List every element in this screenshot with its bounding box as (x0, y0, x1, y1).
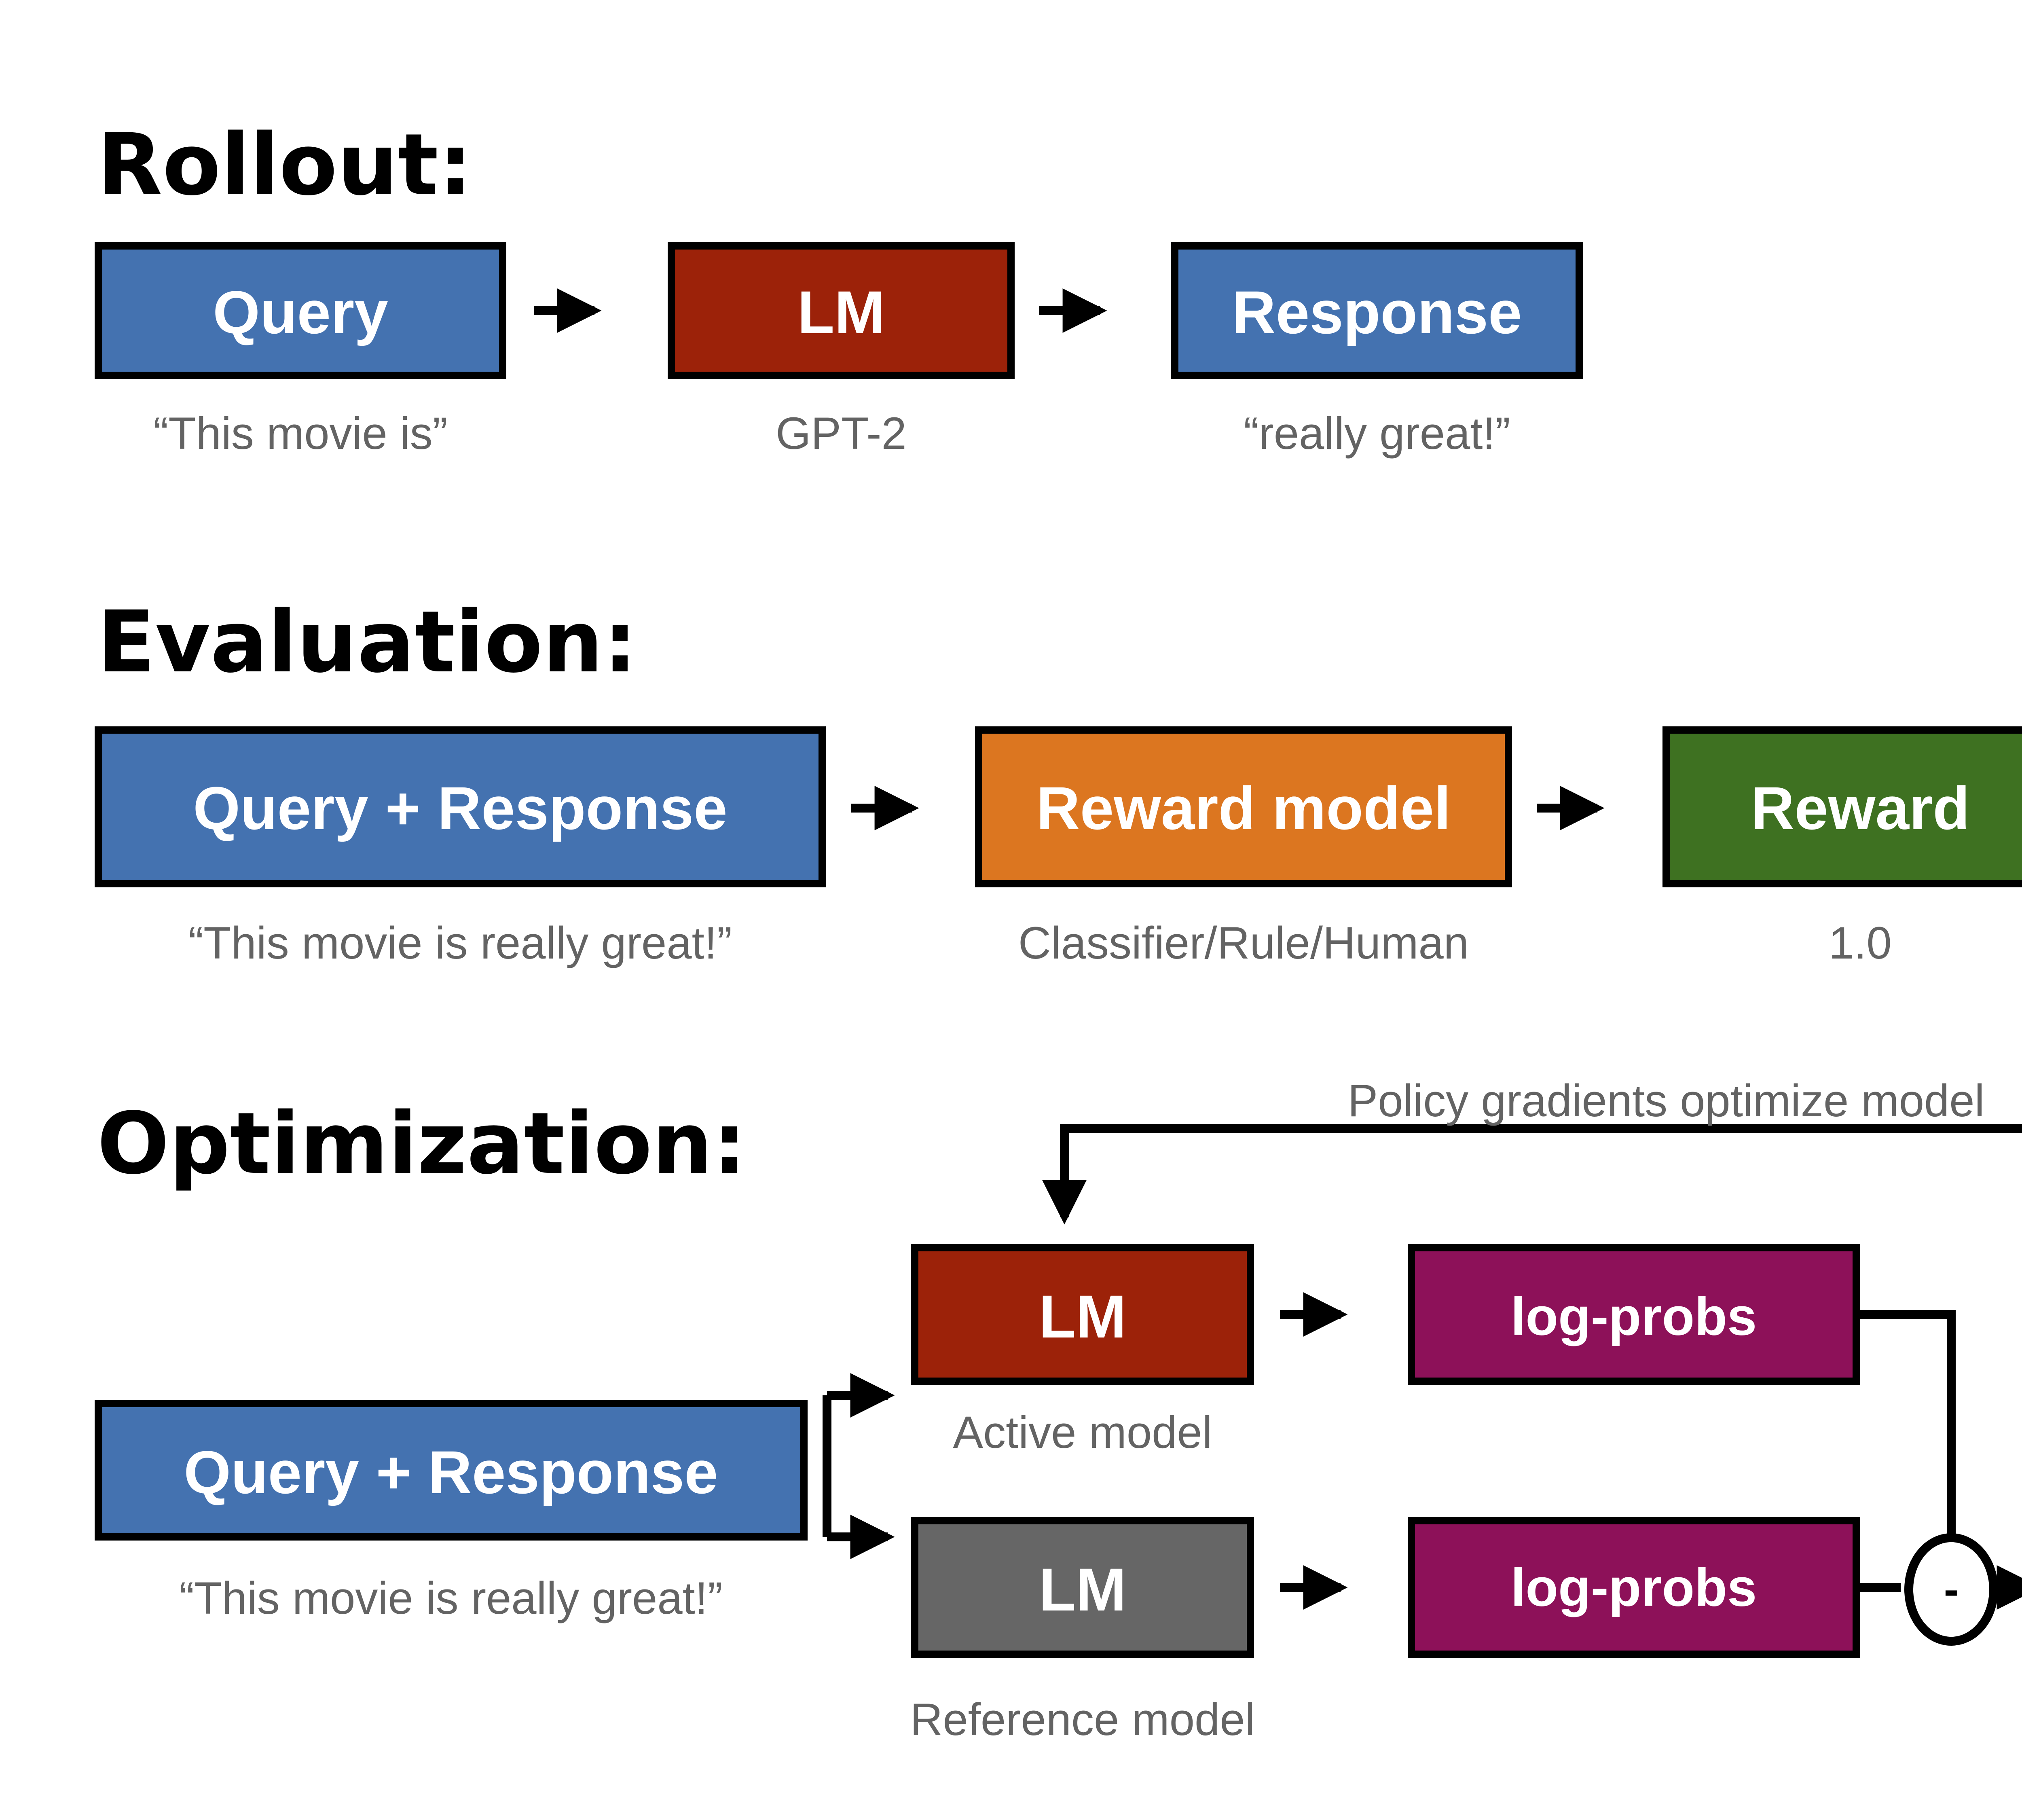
arrow-policy-gradient-feedback (1042, 1124, 2022, 1225)
node-eval-query-response (95, 726, 826, 887)
node-label-eval-reward-model: Reward model (1036, 774, 1451, 842)
node-label-eval-reward: Reward (1751, 774, 1970, 842)
node-opt-active-lm (911, 1244, 1254, 1385)
minus-operator-symbol: - (1944, 1565, 1959, 1615)
node-caption-opt-active-lm: Active model (953, 1407, 1212, 1458)
node-caption-opt-query-response: “This movie is really great!” (179, 1573, 723, 1623)
node-eval-reward-model (975, 726, 1512, 887)
node-opt-query-response (95, 1400, 808, 1541)
node-label-opt-logprobs-active: log-probs (1511, 1287, 1757, 1346)
node-label-rollout-response: Response (1232, 278, 1522, 346)
node-label-opt-query-response: Query + Response (184, 1438, 718, 1506)
node-label-eval-query-response: Query + Response (193, 774, 727, 842)
node-label-opt-active-lm: LM (1039, 1282, 1127, 1350)
node-label-rollout-lm: LM (797, 278, 885, 346)
node-caption-eval-reward-model: Classifier/Rule/Human (1018, 918, 1469, 968)
node-caption-rollout-query: “This movie is” (153, 408, 448, 459)
node-opt-logprobs-active (1408, 1244, 1860, 1385)
node-caption-eval-reward: 1.0 (1829, 918, 1892, 968)
node-opt-reference-lm (911, 1517, 1254, 1658)
node-caption-eval-query-response: “This movie is really great!” (188, 918, 732, 968)
node-opt-logprobs-reference (1408, 1517, 1860, 1658)
node-label-opt-reference-lm: LM (1039, 1555, 1127, 1623)
node-rollout-lm (668, 242, 1015, 379)
node-rollout-response (1171, 242, 1583, 379)
node-label-rollout-query: Query (213, 278, 388, 346)
node-caption-rollout-response: “really great!” (1244, 408, 1510, 459)
node-caption-opt-reference-lm: Reference model (910, 1694, 1255, 1745)
connector-opt-logprobs-active-to-minus (1856, 1310, 1956, 1561)
section-title-optimization: Optimization: (97, 1094, 747, 1193)
feedback-loop-label: Policy gradients optimize model (1348, 1075, 1985, 1126)
section-title-rollout: Rollout: (97, 115, 472, 214)
node-caption-rollout-lm: GPT-2 (776, 408, 907, 459)
node-label-opt-logprobs-reference: log-probs (1511, 1558, 1757, 1617)
section-title-evaluation: Evaluation: (97, 593, 637, 692)
node-eval-reward (1662, 726, 2022, 887)
node-rollout-query (95, 242, 506, 379)
